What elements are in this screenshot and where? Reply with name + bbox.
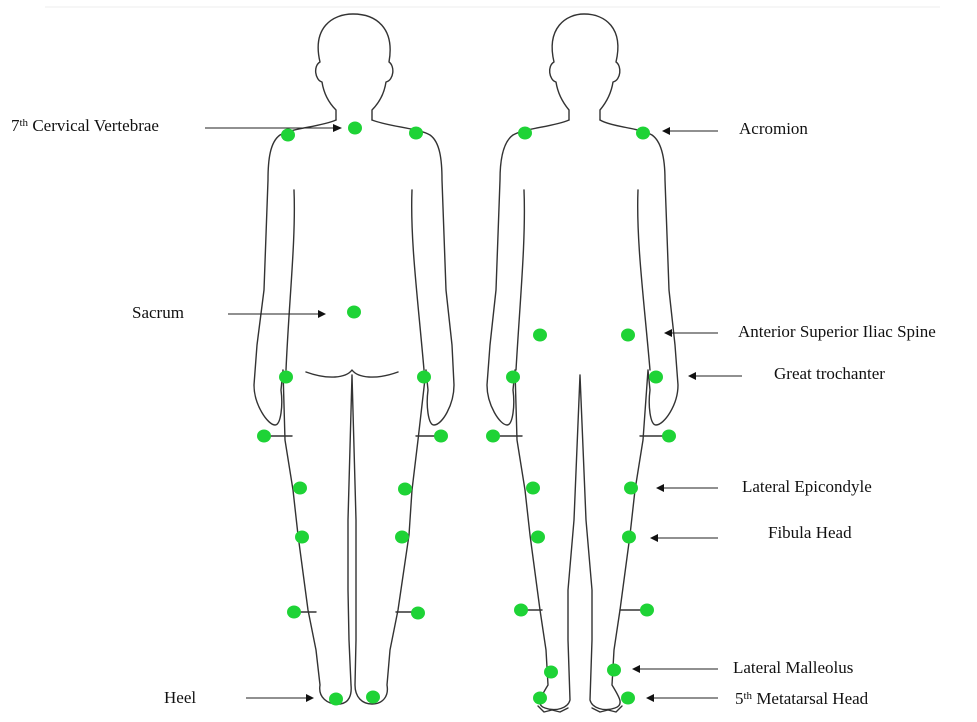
marker-back-heel-left xyxy=(329,693,343,706)
marker-front-trochanter-right xyxy=(649,371,663,384)
marker-front-metatarsal-left xyxy=(533,692,547,705)
label-metatarsal-superscript: th xyxy=(744,690,753,702)
arrow-asis xyxy=(664,329,718,337)
marker-back-shin-left xyxy=(287,606,301,619)
label-cervical-superscript: th xyxy=(20,117,29,129)
marker-back-knee-left xyxy=(257,430,271,443)
marker-front-metatarsal-right xyxy=(621,692,635,705)
marker-front-asis-right xyxy=(621,329,635,342)
label-metatarsal-text: Metatarsal Head xyxy=(756,689,868,708)
label-acromion: Acromion xyxy=(739,120,808,137)
marker-back-hip-right xyxy=(417,371,431,384)
label-sacrum: Sacrum xyxy=(132,304,184,321)
marker-back-c7 xyxy=(348,122,362,135)
label-fibula-head: Fibula Head xyxy=(768,524,852,541)
marker-back-sacrum xyxy=(347,306,361,319)
marker-back-fibula-right xyxy=(395,531,409,544)
marker-front-asis-left xyxy=(533,329,547,342)
back-inner-arm-right xyxy=(412,190,424,370)
label-metatarsal-number: 5 xyxy=(735,689,744,708)
front-body-outline xyxy=(487,120,678,710)
marker-front-epicondyle-right xyxy=(624,482,638,495)
arrow-sacrum xyxy=(228,310,326,318)
front-inner-arm-right xyxy=(638,190,650,370)
marker-front-acromion-left xyxy=(518,127,532,140)
back-body-outline xyxy=(254,120,454,704)
label-cervical-number: 7 xyxy=(11,116,20,135)
marker-front-shin-right xyxy=(640,604,654,617)
marker-front-knee-right xyxy=(662,430,676,443)
marker-front-trochanter-left xyxy=(506,371,520,384)
marker-front-knee-left xyxy=(486,430,500,443)
pointer-arrows xyxy=(205,124,742,702)
label-7th-cervical-vertebrae: 7th Cervical Vertebrae xyxy=(11,117,159,134)
figure-back-view xyxy=(254,14,454,704)
marker-front-epicondyle-left xyxy=(526,482,540,495)
front-head-outline xyxy=(550,14,620,120)
label-cervical-text: Cervical Vertebrae xyxy=(32,116,159,135)
marker-back-shoulder-left xyxy=(281,129,295,142)
arrow-fibula-head xyxy=(650,534,718,542)
marker-front-acromion-right xyxy=(636,127,650,140)
marker-front-shin-left xyxy=(514,604,528,617)
front-inner-arm-left xyxy=(516,190,524,370)
back-head-outline xyxy=(316,14,393,120)
arrow-acromion xyxy=(662,127,718,135)
label-heel: Heel xyxy=(164,689,196,706)
marker-front-fibula-left xyxy=(531,531,545,544)
label-lateral-epicondyle: Lateral Epicondyle xyxy=(742,478,872,495)
marker-back-shoulder-right xyxy=(409,127,423,140)
marker-front-malleolus-right xyxy=(607,664,621,677)
arrow-great-trochanter xyxy=(688,372,742,380)
marker-front-malleolus-left xyxy=(544,666,558,679)
marker-front-fibula-right xyxy=(622,531,636,544)
marker-back-fibula-left xyxy=(295,531,309,544)
marker-back-knee-right xyxy=(434,430,448,443)
markers xyxy=(257,122,676,706)
marker-back-epicondyle-left xyxy=(293,482,307,495)
label-5th-metatarsal-head: 5th Metatarsal Head xyxy=(735,690,868,707)
back-inner-arm-left xyxy=(286,190,294,370)
arrow-metatarsal xyxy=(646,694,718,702)
marker-back-epicondyle-right xyxy=(398,483,412,496)
arrow-lateral-malleolus xyxy=(632,665,718,673)
arrow-cervical xyxy=(205,124,342,132)
label-asis: Anterior Superior Iliac Spine xyxy=(738,323,936,340)
marker-back-hip-left xyxy=(279,371,293,384)
marker-back-heel-right xyxy=(366,691,380,704)
arrow-heel xyxy=(246,694,314,702)
label-great-trochanter: Great trochanter xyxy=(774,365,885,382)
arrow-lateral-epicondyle xyxy=(656,484,718,492)
marker-back-shin-right xyxy=(411,607,425,620)
label-lateral-malleolus: Lateral Malleolus xyxy=(733,659,853,676)
